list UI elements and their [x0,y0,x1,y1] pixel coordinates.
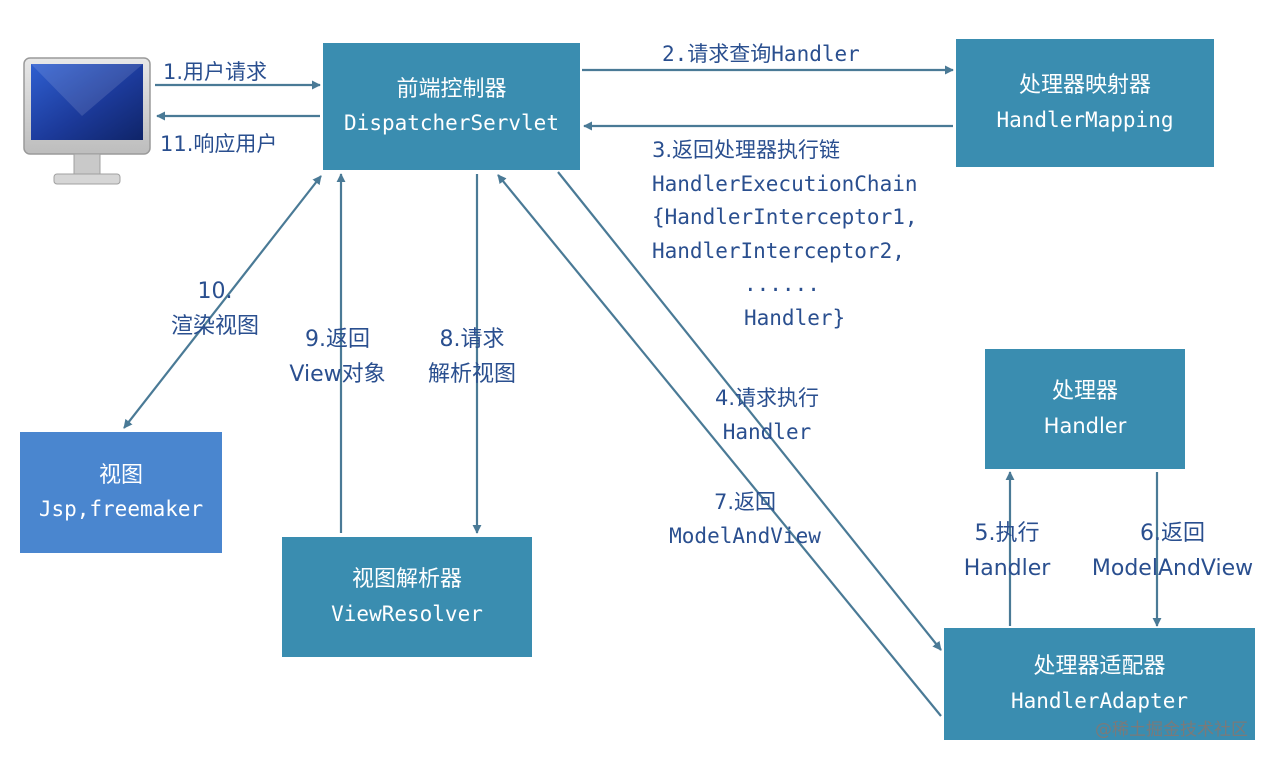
label-step1: 1.用户请求 [163,60,268,84]
mapping-title: 处理器映射器 [1018,73,1151,99]
label-step5-line1: 5.执行 [974,521,1040,546]
label-step11: 11.响应用户 [160,132,278,156]
label-step6: 6.返回 ModelAndView [1080,516,1265,586]
desktop-computer-icon [23,57,151,185]
label-step7: 7.返回 ModelAndView [650,486,840,553]
label-step10: 10. 渲染视图 [150,274,280,344]
label-step7-line2: ModelAndView [669,523,821,548]
label-step9-line1: 9.返回 [305,327,370,352]
adapter-title: 处理器适配器 [1033,654,1166,680]
label-step3: 3.返回处理器执行链 HandlerExecutionChain {Handle… [652,134,952,336]
handler-box: 处理器 Handler [985,349,1185,469]
label-step6-line2: ModelAndView [1091,556,1254,582]
handler-subtitle: Handler [1043,413,1127,438]
label-step9-line2: View对象 [289,362,386,388]
label-step5-line2: Handler [963,556,1051,582]
arrow-step7-return-mav [497,174,942,717]
dispatcher-title: 前端控制器 [396,76,507,102]
label-step9: 9.返回 View对象 [270,322,405,392]
view-resolver-box: 视图解析器 ViewResolver [282,537,532,657]
label-step4-line2: Handler [722,419,812,444]
label-step7-line1: 7.返回 [713,490,777,514]
label-step4-line1: 4.请求执行 [714,386,820,410]
handler-mapping-box: 处理器映射器 HandlerMapping [956,39,1214,167]
label-step8: 8.请求 解析视图 [402,322,542,392]
label-step10-line2: 渲染视图 [170,314,259,340]
label-step8-line2: 解析视图 [427,362,516,388]
label-step3-line3: {HandlerInterceptor1, [652,205,918,230]
resolver-subtitle: ViewResolver [331,601,483,626]
label-step3-line6: Handler} [744,305,846,330]
mapping-subtitle: HandlerMapping [996,107,1174,132]
label-step8-line1: 8.请求 [439,327,505,352]
label-step3-line2: HandlerExecutionChain [652,171,918,196]
adapter-subtitle: HandlerAdapter [1010,688,1188,713]
handler-title: 处理器 [1051,379,1118,405]
label-step2: 2.请求查询Handler [662,42,860,66]
view-box: 视图 Jsp,freemaker [20,432,222,553]
label-step6-line1: 6.返回 [1140,521,1205,546]
handler-adapter-box: 处理器适配器 HandlerAdapter [944,628,1255,740]
watermark: @稀土掘金技术社区 [1095,720,1248,740]
view-subtitle: Jsp,freemaker [38,497,204,522]
label-step4: 4.请求执行 Handler [692,382,842,449]
label-step3-line5: ...... [744,272,820,297]
label-step5: 5.执行 Handler [947,516,1067,586]
dispatcher-servlet-box: 前端控制器 DispatcherServlet [323,43,580,170]
resolver-title: 视图解析器 [351,567,462,593]
dispatcher-subtitle: DispatcherServlet [344,111,559,136]
arrow-step10-render-view [123,175,322,429]
view-title: 视图 [98,462,143,488]
arrow-step4-execute [557,171,942,651]
label-step10-line1: 10. [197,279,233,304]
label-step3-line1: 3.返回处理器执行链 [652,138,841,162]
label-step3-line4: HandlerInterceptor2, [652,238,905,263]
